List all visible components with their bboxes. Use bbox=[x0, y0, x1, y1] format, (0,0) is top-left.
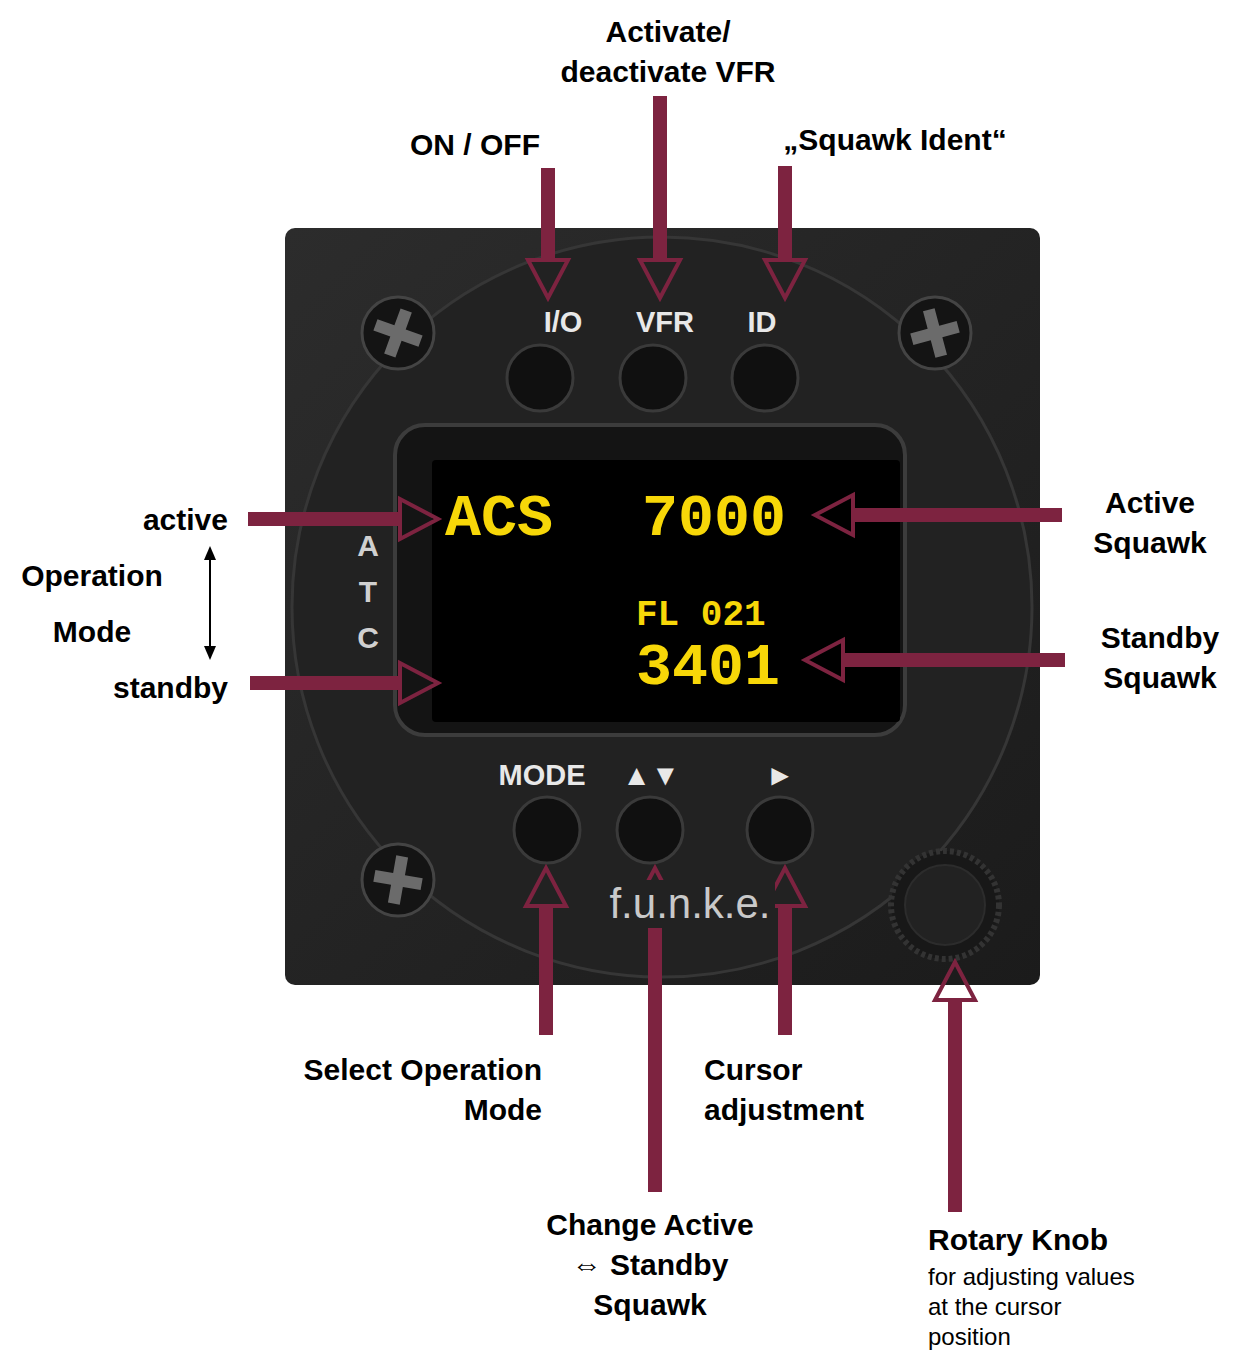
arrow-head bbox=[815, 495, 853, 535]
arrow-knob bbox=[935, 962, 975, 1212]
arrow-standby-squawk bbox=[805, 640, 1065, 680]
display-readout: 3401 bbox=[636, 636, 780, 700]
bezel-ring bbox=[292, 237, 1032, 977]
callout-label: Standby Squawk bbox=[1085, 618, 1234, 698]
callout-label: Operation Mode bbox=[0, 548, 187, 660]
display-recess bbox=[395, 425, 905, 735]
screw-cross bbox=[370, 852, 426, 908]
display-readout: FL 021 bbox=[636, 596, 766, 636]
callout-arrows bbox=[248, 96, 1065, 1212]
button-label: ID bbox=[748, 305, 777, 339]
callout-label: Cursor adjustment bbox=[704, 1050, 904, 1130]
double-arrow-line bbox=[209, 556, 211, 650]
screw-head bbox=[362, 297, 434, 369]
double-arrow-head bbox=[204, 546, 216, 560]
screw-cross bbox=[367, 302, 429, 364]
button-label: ▲▼ bbox=[622, 758, 679, 792]
display-screen-node: ACS 7000 FL 0213401 bbox=[432, 460, 900, 722]
callout-label: active bbox=[143, 500, 228, 540]
arrow-shaft bbox=[539, 906, 553, 1035]
callout-label: Active Squawk bbox=[1075, 483, 1225, 563]
knob-cap bbox=[905, 865, 985, 945]
arrow-on-off bbox=[528, 168, 568, 298]
mode-double-arrow bbox=[204, 546, 216, 660]
button-label: I/O bbox=[544, 305, 583, 339]
arrow-shaft bbox=[248, 512, 400, 526]
callout-label: standby bbox=[113, 668, 228, 708]
brand-logo: f.u.n.k.e. bbox=[605, 880, 774, 928]
arrow-active bbox=[248, 499, 438, 539]
front-panel bbox=[285, 228, 1040, 985]
button-cursor bbox=[747, 797, 813, 863]
callout-label: Select Operation Mode bbox=[252, 1050, 542, 1130]
button-swap bbox=[617, 797, 683, 863]
screw-head bbox=[362, 844, 434, 916]
arrow-shaft bbox=[778, 906, 792, 1035]
callout-label: Change Active ⇔ Standby Squawk bbox=[535, 1205, 765, 1325]
display-readout: 7000 bbox=[642, 487, 786, 551]
transponder-panel: I/O VFR ID A T C MODE ▲▼ ► f.u.n.k.e. ACS 7000 FL … bbox=[285, 228, 1040, 985]
rotary-knob bbox=[891, 851, 999, 959]
double-arrow-head bbox=[204, 646, 216, 660]
arrow-head bbox=[400, 499, 438, 539]
screw-cross bbox=[906, 304, 965, 363]
arrow-head bbox=[526, 868, 566, 906]
button-vfr bbox=[620, 345, 686, 411]
arrow-vfr bbox=[640, 96, 680, 298]
arrow-head bbox=[765, 260, 805, 298]
callout-label: Rotary Knob bbox=[928, 1220, 1108, 1260]
arrow-mode bbox=[526, 868, 566, 1035]
arrow-head bbox=[805, 640, 843, 680]
arrow-shaft bbox=[853, 508, 1062, 522]
arrow-shaft bbox=[778, 166, 792, 260]
callout-label: ON / OFF bbox=[410, 125, 540, 165]
arrow-active-squawk bbox=[815, 495, 1062, 535]
arrow-head bbox=[400, 663, 438, 703]
button-label: ► bbox=[766, 758, 795, 792]
arrow-standby bbox=[250, 663, 438, 703]
button-label: VFR bbox=[636, 305, 694, 339]
arrow-shaft bbox=[843, 653, 1065, 667]
button-on-off bbox=[507, 345, 573, 411]
arrow-shaft bbox=[250, 676, 400, 690]
display-readout: ACS bbox=[445, 487, 553, 551]
display-screen bbox=[432, 460, 900, 722]
callout-label: Activate/ deactivate VFR bbox=[543, 12, 793, 92]
arrow-ident bbox=[765, 166, 805, 298]
arrow-head bbox=[640, 260, 680, 298]
screw-top-left bbox=[362, 297, 434, 369]
arrow-head bbox=[935, 962, 975, 1000]
button-label: MODE bbox=[499, 758, 586, 792]
screw-bottom-left bbox=[362, 844, 434, 916]
arrow-shaft bbox=[541, 168, 555, 260]
button-ident bbox=[732, 345, 798, 411]
button-mode bbox=[514, 797, 580, 863]
arrow-shaft bbox=[648, 906, 662, 1192]
callout-note: for adjusting values at the cursor posit… bbox=[928, 1262, 1143, 1352]
screw-top-right bbox=[899, 297, 971, 369]
arrow-head bbox=[528, 260, 568, 298]
knob-rim bbox=[891, 851, 999, 959]
screw-head bbox=[899, 297, 971, 369]
panel-lettering: A T C bbox=[355, 523, 381, 661]
arrow-shaft bbox=[948, 1000, 962, 1212]
arrow-shaft bbox=[653, 96, 667, 260]
callout-label: „Squawk Ident“ bbox=[783, 120, 1006, 160]
